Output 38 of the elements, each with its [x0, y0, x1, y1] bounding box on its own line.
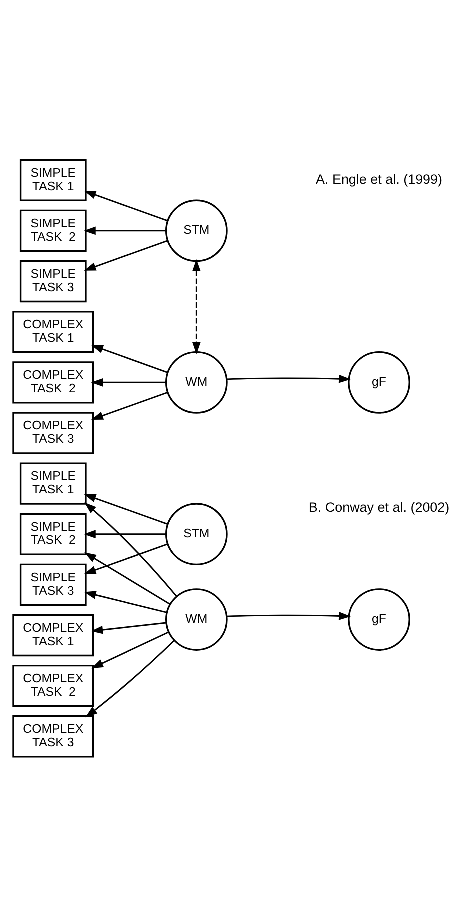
node-circle: gF [348, 588, 410, 650]
arrow [90, 622, 166, 634]
node-box: SIMPLE TASK 2 [19, 512, 86, 555]
node-box: SIMPLE TASK 3 [19, 563, 86, 606]
node-box: SIMPLE TASK 2 [19, 209, 86, 252]
node-box: SIMPLE TASK 3 [19, 260, 86, 302]
arrow [90, 391, 168, 420]
node-circle: WM [164, 350, 228, 414]
node-box: SIMPLE TASK 1 [19, 158, 86, 201]
arrow [84, 494, 168, 525]
arrow [84, 552, 170, 605]
node-box: COMPLEX TASK 3 [12, 715, 94, 758]
node-box: SIMPLE TASK 1 [19, 462, 86, 504]
arrow [84, 190, 168, 222]
node-circle: STM [164, 199, 228, 262]
arrow [91, 631, 168, 668]
node-box: COMPLEX TASK 2 [12, 664, 94, 707]
label: A. Engle et al. (1999) [316, 171, 442, 186]
arrow [226, 374, 350, 383]
arrow [84, 240, 168, 270]
arrow [83, 530, 166, 538]
arrow [84, 590, 167, 613]
node-circle: gF [348, 350, 410, 414]
label: B. Conway et al. (2002) [308, 499, 450, 514]
arrow [192, 259, 200, 354]
arrow [83, 226, 166, 235]
node-box: COMPLEX TASK 1 [12, 310, 94, 353]
node-box: COMPLEX TASK 3 [12, 412, 94, 454]
node-circle: WM [164, 588, 228, 650]
node-box: COMPLEX TASK 1 [12, 614, 94, 656]
arrow [226, 612, 350, 620]
arrow [84, 543, 168, 574]
arrow [90, 378, 166, 386]
node-box: COMPLEX TASK 2 [12, 361, 94, 404]
arrow [85, 640, 175, 718]
arrow [90, 344, 168, 373]
arrow [84, 502, 177, 596]
node-circle: STM [164, 502, 228, 566]
